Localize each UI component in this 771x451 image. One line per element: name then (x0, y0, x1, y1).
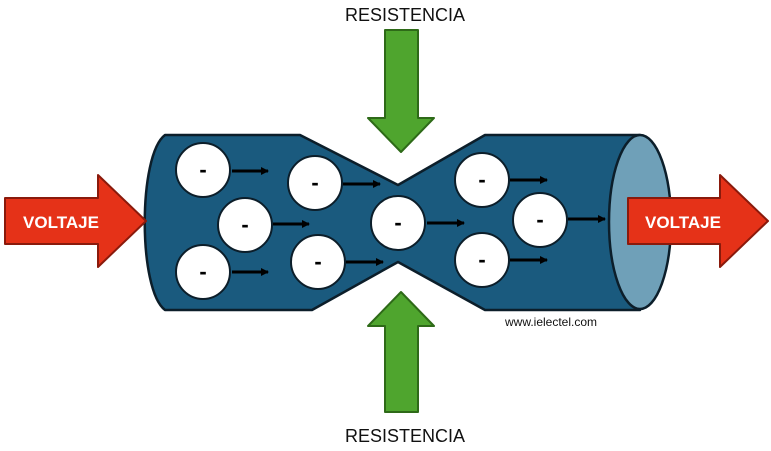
electron-symbol: - (478, 167, 485, 192)
electron-icon: - (175, 142, 231, 198)
electron-icon: - (512, 192, 568, 248)
electron-icon: - (217, 197, 273, 253)
electron-symbol: - (478, 247, 485, 272)
electrons: - - - - - - - (175, 142, 568, 300)
electron-symbol: - (394, 210, 401, 235)
electron-icon: - (454, 232, 510, 288)
right-arrow-icon (627, 174, 769, 268)
flow-arrows (232, 167, 606, 276)
electron-symbol: - (311, 170, 318, 195)
electron-icon: - (290, 234, 346, 290)
electron-icon: - (287, 155, 343, 211)
watermark: www.ielectel.com (504, 315, 597, 329)
electron-icon: - (370, 195, 426, 251)
bottom-resistance-label: RESISTENCIA (345, 426, 465, 446)
electron-symbol: - (536, 207, 543, 232)
electron-icon: - (175, 244, 231, 300)
down-arrow-icon (367, 29, 435, 153)
electron-symbol: - (241, 212, 248, 237)
electron-icon: - (454, 152, 510, 208)
right-arrow-icon (4, 174, 147, 268)
electron-symbol: - (314, 249, 321, 274)
left-voltage-label: VOLTAJE (23, 213, 99, 232)
up-arrow-icon (367, 291, 435, 413)
electron-symbol: - (199, 157, 206, 182)
top-resistance-label: RESISTENCIA (345, 5, 465, 25)
right-voltage-label: VOLTAJE (645, 213, 721, 232)
electron-symbol: - (199, 259, 206, 284)
